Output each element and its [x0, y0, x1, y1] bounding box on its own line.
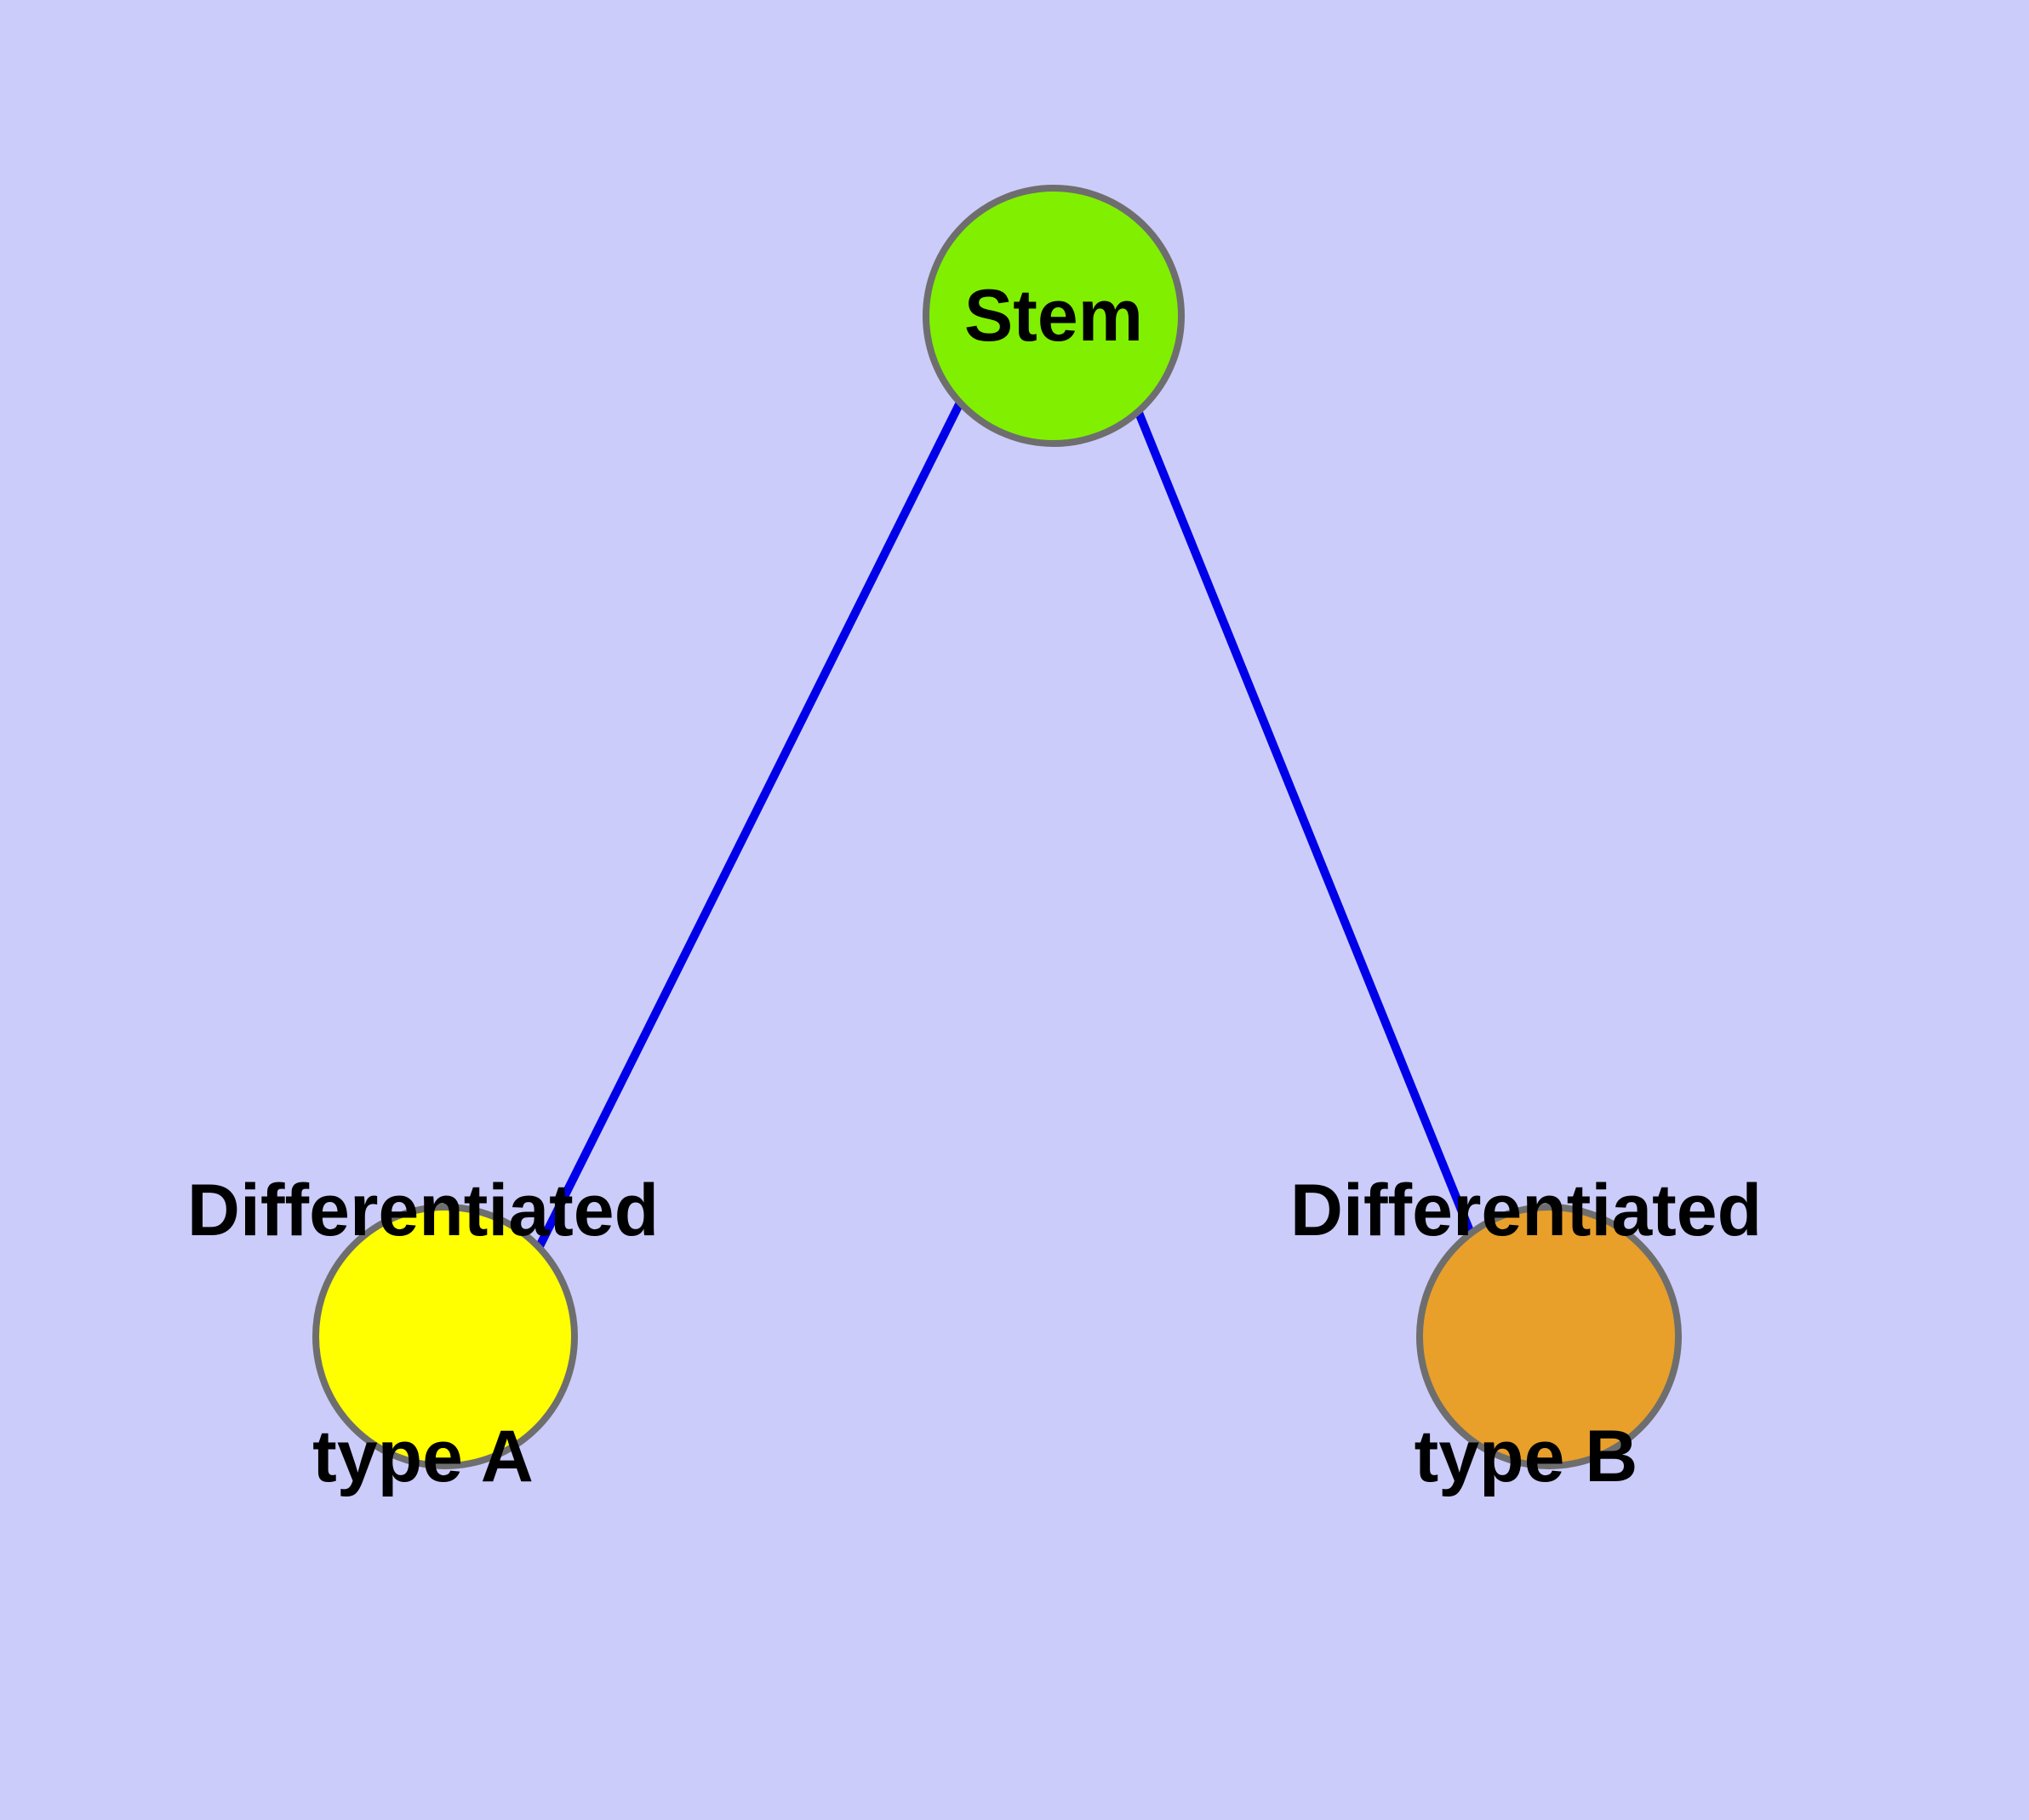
node-differentiated-type-b-circle[interactable] [1416, 1204, 1682, 1469]
node-layer [312, 185, 1682, 1469]
node-differentiated-type-a-circle[interactable] [312, 1204, 578, 1469]
edge-stem-to-differentiated-type-a [534, 400, 964, 1251]
node-stem-circle[interactable] [923, 185, 1185, 447]
edge-layer [534, 394, 1477, 1251]
edge-stem-to-differentiated-type-b [1128, 394, 1477, 1241]
